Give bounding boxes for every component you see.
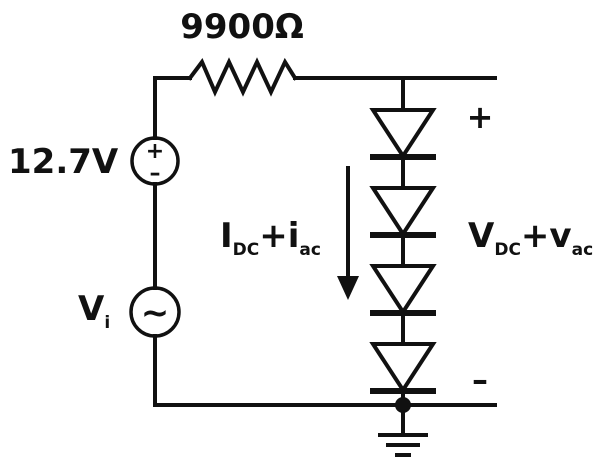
voltage-label: VDC+vac [468,216,593,260]
current-arrow-icon [337,166,359,300]
ac-source-label: Vi [78,289,110,333]
diode-1 [369,108,437,160]
diode-4 [369,342,437,394]
dc-source: + – [130,136,180,186]
dc-source-minus: – [150,161,161,186]
diode-2 [369,186,437,238]
dc-source-plus: + [146,139,164,164]
resistor-value-label: 9900Ω [180,7,304,47]
resistor-zigzag [187,57,298,97]
diode-3 [369,264,437,316]
junction-dot [395,397,411,413]
wire-left-bottom [153,334,497,407]
ac-source: ~ [129,286,181,338]
ac-wave-icon: ~ [141,293,170,333]
dc-source-value-label: 12.7V [8,142,119,182]
terminal-plus-label: + [467,98,494,136]
current-label: IDC+iac [220,216,321,260]
ground-icon [378,433,428,457]
terminal-minus-label: – [472,361,488,399]
